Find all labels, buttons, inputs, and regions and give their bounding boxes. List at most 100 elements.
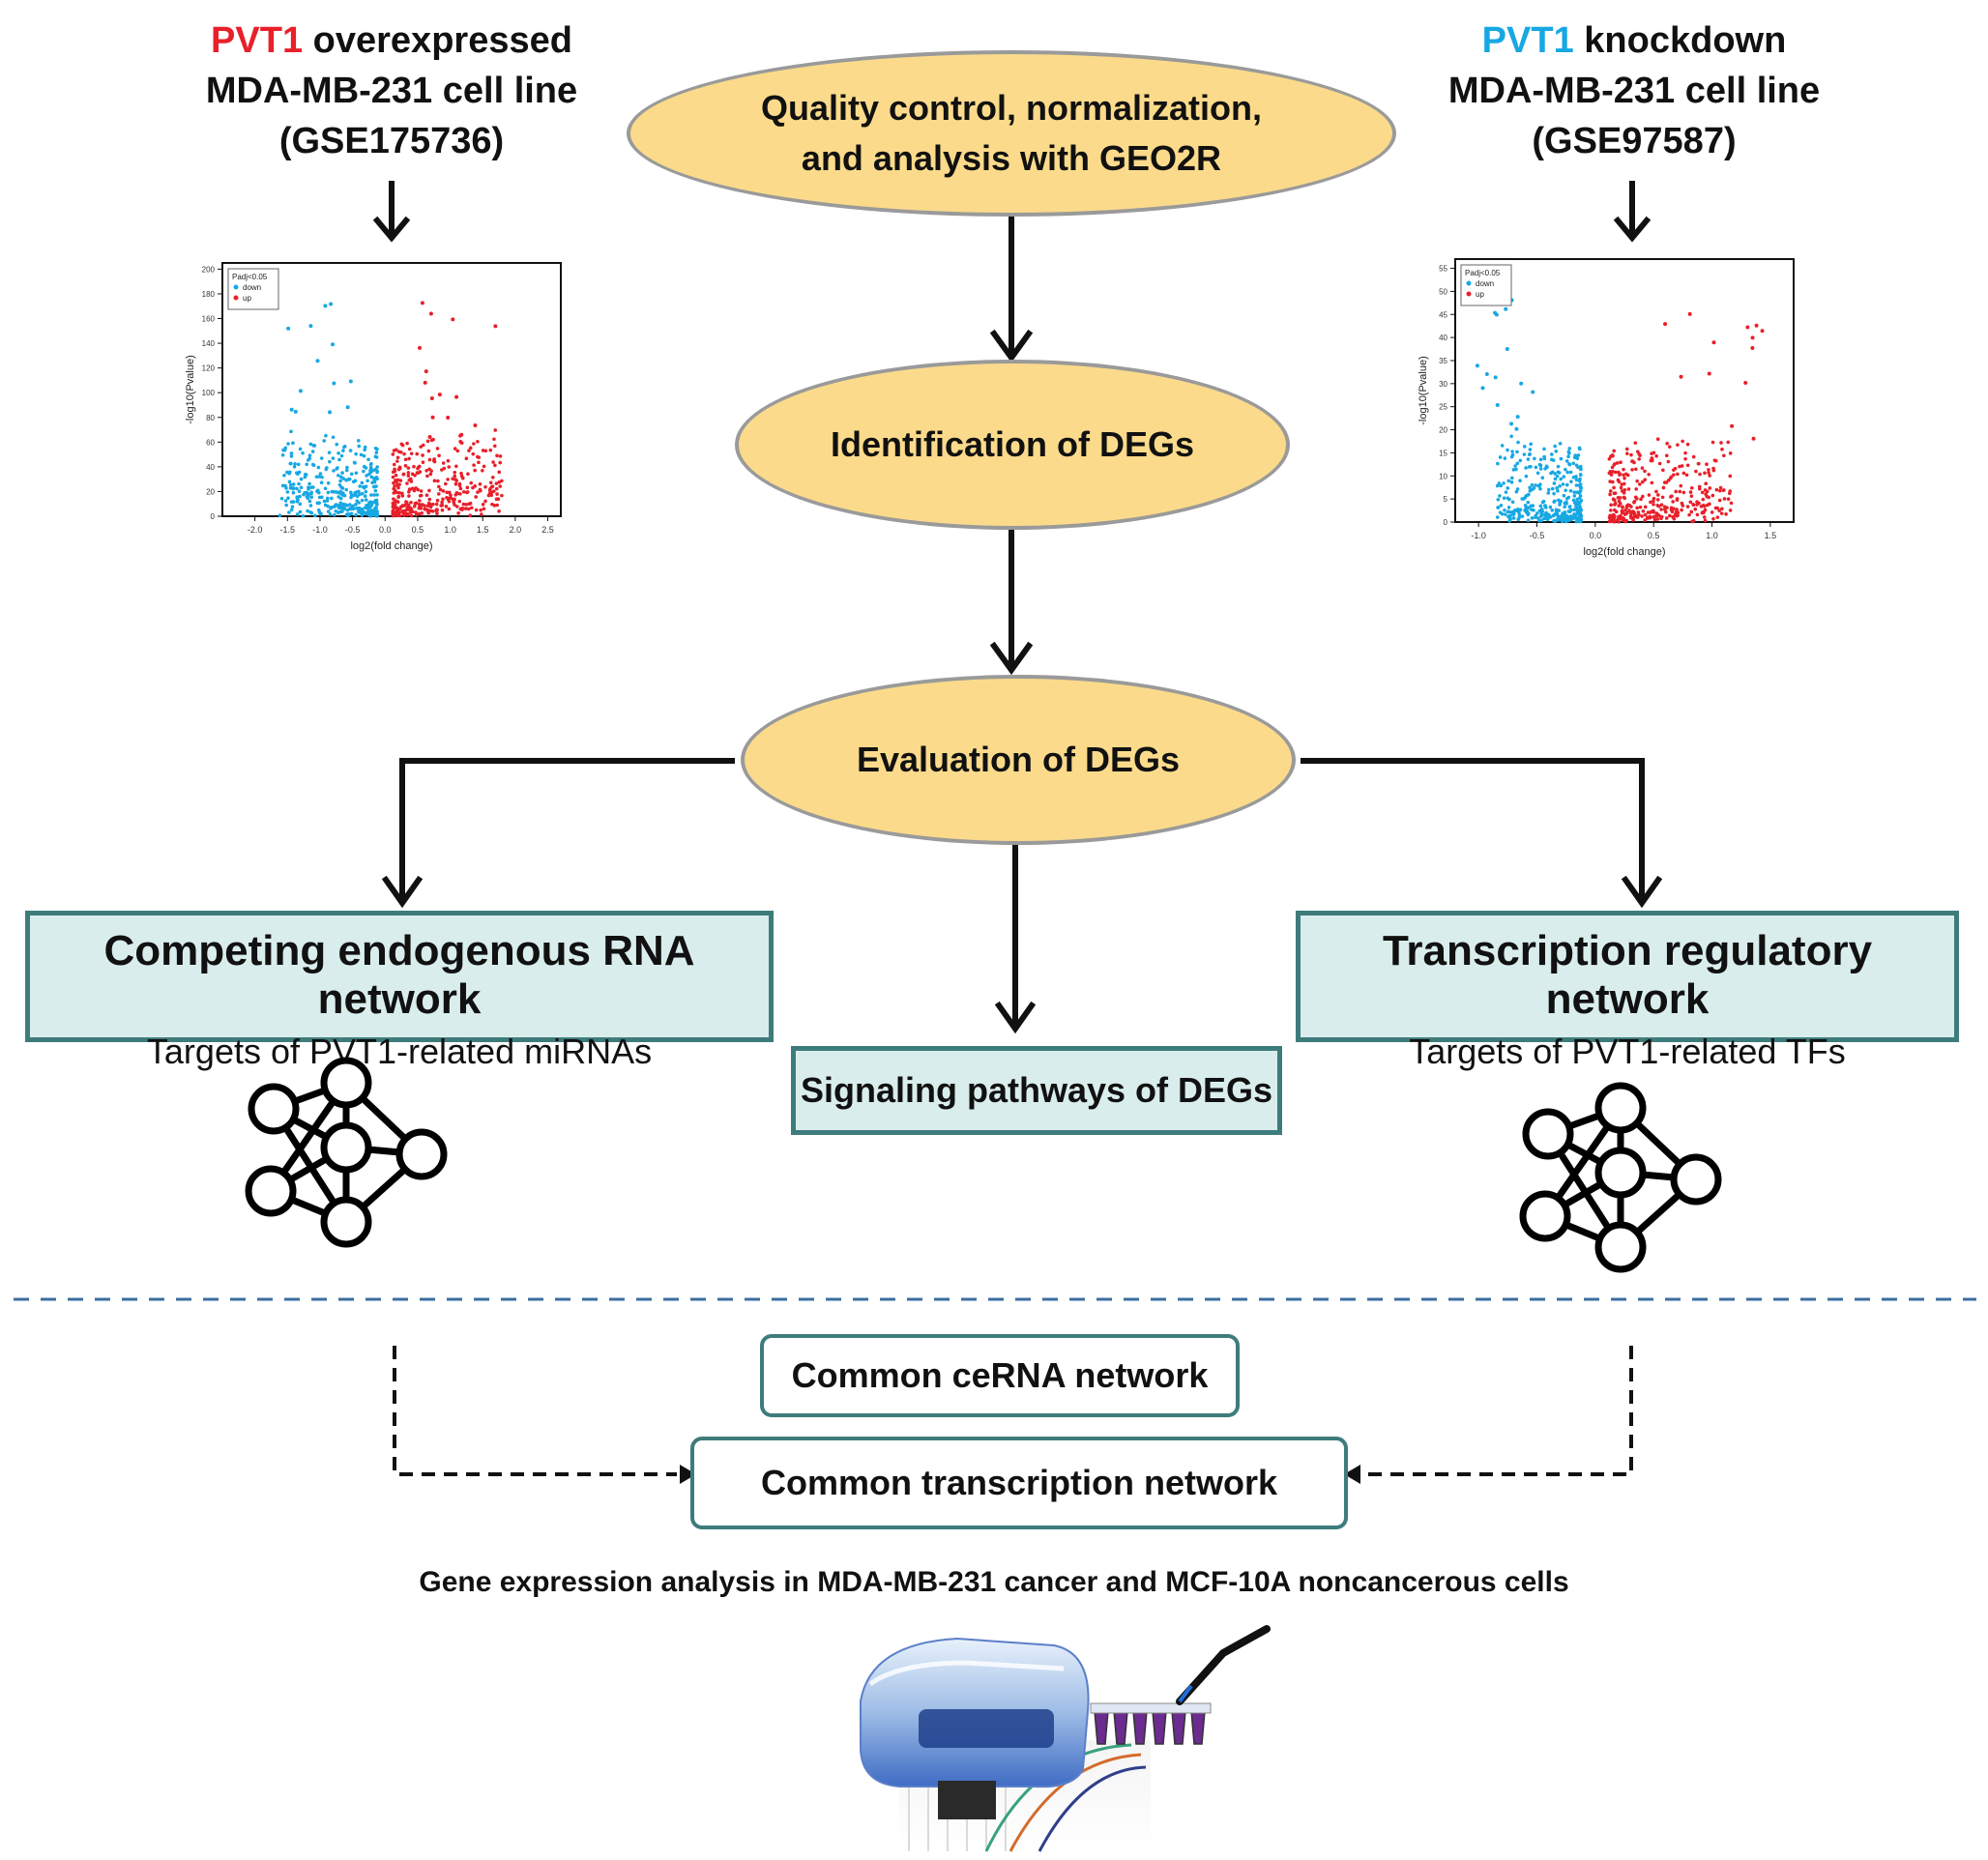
up-point [466, 507, 471, 511]
up-point [1671, 514, 1675, 519]
down-point [298, 509, 303, 514]
down-point [362, 469, 365, 474]
up-point [1643, 518, 1647, 522]
down-point [336, 473, 340, 478]
up-point [394, 473, 398, 478]
down-point [1509, 434, 1513, 439]
up-point [496, 497, 501, 501]
up-point [1722, 497, 1727, 501]
down-point [1557, 471, 1562, 475]
down-point [1538, 504, 1543, 509]
down-point [1537, 462, 1542, 467]
down-point [307, 485, 310, 489]
down-point [1518, 479, 1522, 483]
up-point [456, 511, 460, 515]
y-tick-label: 20 [1439, 426, 1447, 435]
down-point [291, 441, 295, 446]
up-point [1683, 456, 1687, 461]
x-tick-label: 0.0 [1590, 531, 1602, 540]
up-point [1750, 346, 1755, 351]
down-point [1540, 512, 1544, 517]
identification-label: Identification of DEGs [830, 424, 1194, 464]
up-point [1707, 495, 1710, 500]
up-point [1676, 443, 1680, 447]
x-tick-label: 0.5 [1648, 531, 1660, 540]
up-point [454, 490, 459, 495]
up-point [425, 474, 429, 479]
down-point [1557, 516, 1562, 521]
up-point [440, 508, 445, 512]
down-point [337, 457, 341, 462]
up-point [460, 476, 465, 480]
down-point [299, 477, 304, 481]
down-point [317, 510, 322, 514]
down-point [336, 450, 340, 455]
up-point [1614, 509, 1619, 514]
down-point [1506, 448, 1509, 452]
down-point [368, 466, 373, 470]
up-point [478, 481, 482, 486]
down-point [364, 489, 368, 494]
up-point [1751, 436, 1756, 441]
down-point [291, 486, 296, 490]
up-point [1664, 516, 1669, 520]
y-tick-label: 30 [1439, 380, 1447, 389]
left-dataset-label: PVT1 overexpressed MDA-MB-231 cell line … [164, 15, 619, 166]
y-tick-label: 40 [206, 463, 215, 472]
up-point [418, 499, 422, 503]
up-point [463, 507, 468, 510]
down-point [374, 476, 379, 480]
down-point [298, 389, 303, 393]
common-cerna-box: Common ceRNA network [760, 1334, 1240, 1417]
up-point [1613, 470, 1618, 475]
down-point [1532, 486, 1536, 490]
down-point [283, 499, 288, 503]
up-point [412, 504, 417, 509]
up-point [1691, 503, 1696, 508]
down-point [349, 507, 353, 511]
x-tick-label: 0.0 [379, 525, 392, 535]
down-point [333, 512, 336, 517]
up-point [493, 324, 498, 329]
up-point [426, 510, 431, 515]
up-point [1728, 451, 1733, 455]
down-point [1559, 477, 1563, 481]
up-point [1760, 329, 1765, 334]
up-point [497, 509, 501, 513]
down-point [366, 457, 370, 462]
arrow-trn-head [1621, 875, 1663, 909]
up-point [1645, 515, 1650, 520]
up-point [472, 463, 476, 467]
down-point [363, 485, 366, 490]
up-point [1655, 517, 1660, 521]
x-tick-label: -1.5 [280, 525, 296, 535]
down-point [1530, 516, 1535, 520]
down-point [291, 482, 296, 486]
down-point [295, 495, 300, 500]
down-point [1561, 512, 1565, 517]
up-point [452, 500, 456, 505]
down-point [322, 499, 327, 504]
x-tick-label: 1.5 [1765, 531, 1777, 540]
up-point [399, 442, 404, 447]
up-point [393, 503, 397, 507]
down-point [308, 324, 313, 329]
up-point [429, 396, 434, 401]
trn-title: Transcription regulatory network [1382, 927, 1873, 1023]
up-point [407, 478, 412, 482]
up-point [427, 457, 432, 462]
down-point [1546, 491, 1551, 495]
down-point [326, 480, 331, 485]
up-point [1693, 507, 1698, 511]
down-point [1564, 519, 1568, 524]
up-point [1635, 450, 1640, 453]
up-point [1608, 489, 1613, 493]
down-point [1519, 381, 1524, 386]
down-point [354, 471, 359, 476]
down-point [283, 446, 288, 450]
up-point [1700, 490, 1705, 495]
down-point [1510, 450, 1514, 453]
legend-entry: down [243, 283, 261, 292]
y-tick-label: 25 [1439, 403, 1447, 412]
